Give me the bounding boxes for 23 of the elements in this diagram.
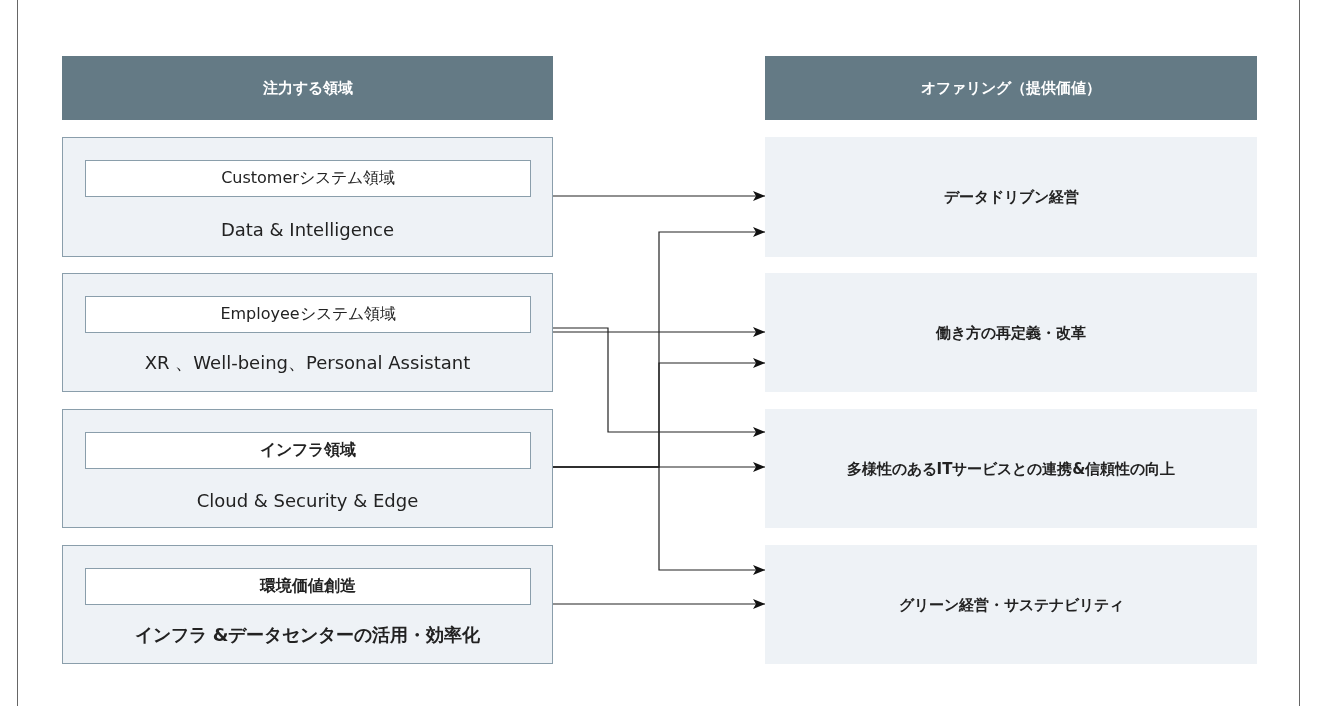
area-title-box: 環境価値創造 xyxy=(85,568,531,605)
offering-box: 働き方の再定義・改革 xyxy=(765,273,1257,392)
area-description: XR 、Well-being、Personal Assistant xyxy=(144,351,471,375)
area-description: Cloud & Security & Edge xyxy=(196,490,419,511)
area-title-box: Customerシステム領域 xyxy=(85,160,531,197)
focus-area-box xyxy=(62,545,553,664)
arrow xyxy=(552,327,766,437)
column-header: 注力する領域 xyxy=(62,56,553,120)
focus-area-box xyxy=(62,409,553,528)
column-header: オファリング（提供価値） xyxy=(765,56,1257,120)
area-description: インフラ &データセンターの活用・効率化 xyxy=(134,623,481,647)
arrow xyxy=(552,327,766,337)
arrow xyxy=(552,191,766,201)
offering-box: データドリブン経営 xyxy=(765,137,1257,257)
arrow xyxy=(552,466,766,575)
offering-box: グリーン経営・サステナビリティ xyxy=(765,545,1257,664)
area-description: Data & Intelligence xyxy=(220,219,395,240)
focus-area-box xyxy=(62,137,553,257)
offering-box: 多様性のあるITサービスとの連携&信頼性の向上 xyxy=(765,409,1257,528)
focus-area-box xyxy=(62,273,553,392)
area-title-box: インフラ領域 xyxy=(85,432,531,469)
arrow xyxy=(552,599,766,609)
area-title-box: Employeeシステム領域 xyxy=(85,296,531,333)
